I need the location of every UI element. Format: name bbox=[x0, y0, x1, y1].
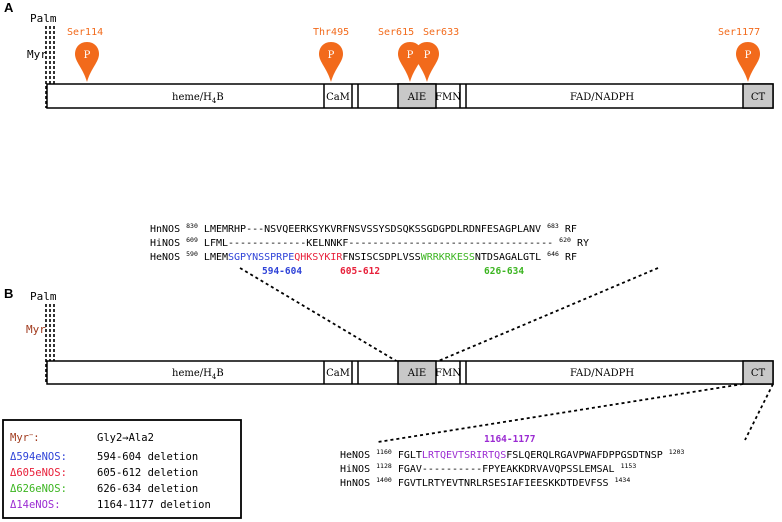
phospho-pin-icon bbox=[736, 42, 760, 82]
ct-seq-row-hnnos: HnNOS 1400 FGVTLRTYEVTNRLRSESIAFIEESKKDT… bbox=[340, 474, 630, 489]
domain-heme-a: heme/H4B bbox=[172, 92, 224, 105]
legend-box: Myr−: Gly2→Ala2 Δ594eNOS: 594-604 deleti… bbox=[2, 419, 242, 519]
domain-fad-a: FAD/NADPH bbox=[570, 92, 634, 103]
palm-label-b: Palm bbox=[30, 290, 57, 303]
domain-ct-a: CT bbox=[751, 92, 766, 103]
legend-d14-name: Δ14eNOS: bbox=[10, 499, 61, 511]
panel-a-label: A bbox=[4, 0, 14, 15]
domain-aie-b: AIE bbox=[407, 368, 426, 379]
ct-connector-lines bbox=[377, 383, 774, 443]
domain-ct-b: CT bbox=[751, 368, 766, 379]
pin-label: P bbox=[424, 50, 431, 61]
region-605-612: 605-612 bbox=[340, 266, 380, 277]
palm-label-a: Palm bbox=[30, 12, 57, 25]
lipid-anchor-lines-a bbox=[45, 26, 55, 108]
myr-label-b: Myr bbox=[26, 323, 46, 336]
legend-myr-desc: Gly2→Ala2 bbox=[97, 432, 154, 444]
legend-d14-desc: 1164-1177 deletion bbox=[97, 499, 211, 511]
legend-myr-name: Myr−: bbox=[10, 431, 40, 444]
legend-d594-desc: 594-604 deletion bbox=[97, 451, 198, 463]
legend-d626-desc: 626-634 deletion bbox=[97, 483, 198, 495]
region-594-604: 594-604 bbox=[262, 266, 302, 277]
site-thr495: Thr495 bbox=[313, 27, 349, 38]
legend-d605-name: Δ605eNOS: bbox=[10, 467, 67, 479]
seq-row-henos: HeNOS 590 LMEMSGPYNSSPRPEQHKSYKIRFNSISCS… bbox=[150, 248, 577, 263]
legend-d626-name: Δ626eNOS: bbox=[10, 483, 67, 495]
domain-fmn-b: FMN bbox=[435, 368, 461, 379]
phospho-sites: Ser114 P Thr495 P Ser615 P Ser633 P Ser1… bbox=[67, 27, 760, 82]
ct-seq-row-hinos: HiNOS 1128 FGAV----------FPYEAKKDRVAVQPS… bbox=[340, 460, 636, 475]
pin-label: P bbox=[328, 50, 335, 61]
domain-bar-b: heme/H4B CaM AIE FMN FAD/NADPH CT bbox=[46, 360, 774, 385]
seq-row-hnnos: HnNOS 830 LMEMRHP---NSVQEERKSYKVRFNSVSSY… bbox=[150, 220, 577, 235]
site-ser1177: Ser1177 bbox=[718, 27, 760, 38]
legend-d605-desc: 605-612 deletion bbox=[97, 467, 198, 479]
site-ser633: Ser633 bbox=[423, 27, 459, 38]
domain-cam-b: CaM bbox=[326, 368, 350, 379]
phospho-pin-icon bbox=[415, 42, 439, 82]
site-ser615: Ser615 bbox=[378, 27, 414, 38]
ct-alignment: 1164-1177 HeNOS 1160 FGLTLRTQEVTSRIRTQSF… bbox=[340, 434, 685, 489]
myr-label-a: Myr bbox=[27, 48, 47, 61]
domain-aie-a: AIE bbox=[407, 92, 426, 103]
panel-b-label: B bbox=[4, 286, 13, 301]
pin-label: P bbox=[84, 50, 91, 61]
site-ser114: Ser114 bbox=[67, 27, 103, 38]
pin-label: P bbox=[407, 50, 414, 61]
domain-heme-b: heme/H4B bbox=[172, 368, 224, 381]
legend-d594-name: Δ594eNOS: bbox=[10, 451, 67, 463]
domain-cam-a: CaM bbox=[326, 92, 350, 103]
seq-row-hinos: HiNOS 609 LFML-------------KELNNKF------… bbox=[150, 234, 589, 249]
phospho-pin-icon bbox=[75, 42, 99, 82]
aie-connector-lines bbox=[239, 267, 659, 363]
pin-label: P bbox=[745, 50, 752, 61]
domain-fad-b: FAD/NADPH bbox=[570, 368, 634, 379]
region-1164-1177: 1164-1177 bbox=[484, 434, 535, 445]
phospho-pin-icon bbox=[319, 42, 343, 82]
ct-seq-row-henos: HeNOS 1160 FGLTLRTQEVTSRIRTQSFSLQERQLRGA… bbox=[340, 446, 685, 461]
region-626-634: 626-634 bbox=[484, 266, 524, 277]
aie-alignment: HnNOS 830 LMEMRHP---NSVQEERKSYKVRFNSVSSY… bbox=[150, 220, 589, 277]
domain-bar-a: heme/H4B CaM AIE FMN FAD/NADPH CT bbox=[46, 83, 774, 109]
domain-fmn-a: FMN bbox=[435, 92, 461, 103]
